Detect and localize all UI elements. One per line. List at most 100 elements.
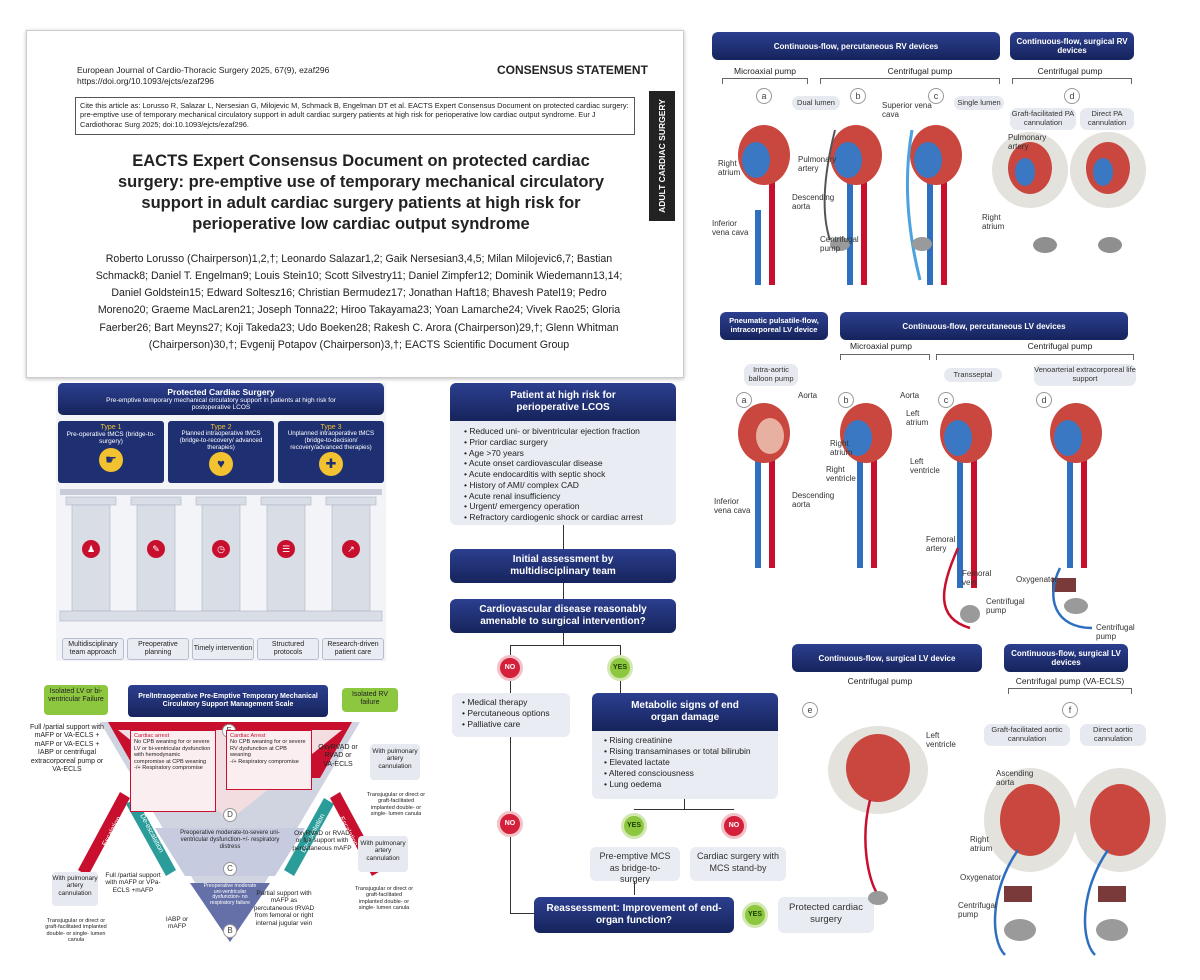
connector (620, 681, 621, 693)
lv-a-marker: a (736, 392, 752, 408)
rv-c-marker: c (928, 88, 944, 104)
level-b-marker: B (223, 924, 237, 938)
heart-hand-icon: ♥ (209, 452, 233, 477)
slv-header-1: Continuous-flow, surgical LV device (792, 644, 982, 672)
yes-badge-2: YES (621, 813, 647, 839)
metabolic-item: Lung oedema (604, 779, 766, 790)
surgical-lv-devices: Continuous-flow, surgical LV device Cont… (700, 640, 1200, 970)
da-label-lv: Descending aorta (792, 491, 835, 509)
risk-list: Reduced uni- or biventricular ejection f… (464, 426, 662, 523)
rv-centrifugal-label: Centrifugal pump (887, 66, 953, 76)
oxygenator-label: Oxygenator (1016, 575, 1058, 584)
bracket (1008, 688, 1132, 694)
pillar-1-caption: Multidisciplinary team approach (62, 638, 124, 660)
bracket (820, 78, 1000, 84)
e-left-item-1: No CPB weaning for or severe LV or bi-ve… (134, 739, 211, 765)
type-1-label: Type 1 (100, 424, 122, 431)
type-2-text: Planned intraoperative tMCS (bridge-to-r… (179, 430, 263, 451)
graft-pa-tag: Graft-facilitated PA cannulation (1010, 108, 1076, 130)
journal-citation: European Journal of Cardio-Thoracic Surg… (77, 65, 330, 75)
management-scale: Isolated LV or bi-ventricular Failure Pr… (30, 680, 430, 970)
pillar-5-caption: Research-driven patient care (322, 638, 384, 660)
metabolic-item: Rising transaminases or total bilirubin (604, 746, 766, 757)
risk-item: Acute renal insufficiency (464, 491, 662, 502)
metabolic-item: Altered consciousness (604, 768, 766, 779)
metabolic-header: Metabolic signs of end organ damage (592, 693, 778, 731)
pcs-panel: Protected Cardiac Surgery Pre-emptive te… (56, 383, 386, 661)
slv-e-marker: e (802, 702, 818, 718)
type-column-2: Type 2 Planned intraoperative tMCS (brid… (168, 421, 274, 483)
level-c-marker: C (223, 862, 237, 876)
yes-badge-3: YES (742, 902, 768, 928)
right-pa1-box: With pulmonary artery cannulation (370, 744, 420, 780)
risk-item: Acute endocarditis with septic shock (464, 469, 662, 480)
level-d-marker: D (223, 808, 237, 822)
left-bottom-options: IABP or mAFP (165, 916, 189, 931)
type-column-3: Type 3 Unplanned intraoperative tMCS (br… (278, 421, 384, 483)
patient-icon: ✚ (319, 452, 343, 477)
lv-label: Left ventricle (910, 457, 940, 475)
bracket (936, 354, 1134, 360)
lv-heart-illustrations (738, 403, 1102, 630)
dual-lumen-tag: Dual lumen (792, 96, 840, 110)
ra-label-lv: Right atrium (830, 439, 853, 457)
no-options-box: Medical therapy Percutaneous options Pal… (452, 693, 570, 737)
type-column-1: Type 1 Pre-operative tMCS (bridge-to-sur… (58, 421, 164, 483)
pillar-2-caption: Preoperative planning (127, 638, 189, 660)
connector (620, 645, 621, 655)
flowchart: Patient at high risk for perioperative L… (444, 383, 874, 943)
bracket (722, 78, 808, 84)
left-top-options: Full /partial support with mAFP or VA-EC… (30, 724, 104, 773)
rv-header-surgical: Continuous-flow, surgical RV devices (1010, 32, 1134, 60)
article-type: CONSENSUS STATEMENT (497, 63, 648, 77)
metabolic-item: Rising creatinine (604, 735, 766, 746)
rv-b-marker: b (850, 88, 866, 104)
transseptal-tag: Transseptal (944, 368, 1002, 382)
e-right-heading: Cardiac Arrest (230, 733, 266, 739)
pcs-subtitle: Pre-emptive temporary mechanical circula… (106, 396, 336, 411)
assessment-box: Initial assessment by multidisciplinary … (450, 549, 676, 583)
svg-text:☰: ☰ (282, 545, 290, 555)
rv-header-percutaneous: Continuous-flow, percutaneous RV devices (712, 32, 1000, 60)
vaecls-tag: Venoarterial extracorporeal life support (1034, 364, 1136, 386)
connector (634, 881, 635, 895)
cp-label: Centrifugal pump (820, 235, 859, 253)
pillar-3-caption: Timely intervention (192, 638, 254, 660)
type-3-text: Unplanned intraoperative tMCS (bridge-to… (287, 430, 375, 451)
standby-box: Cardiac surgery with MCS stand-by (690, 847, 786, 881)
connector (510, 645, 620, 646)
e-right-item-2: -/+ Respiratory compromise (230, 758, 299, 765)
slv-f-marker: f (1062, 702, 1078, 718)
direct-aortic-tag: Direct aortic cannulation (1080, 724, 1146, 746)
cite-box: Cite this article as: Lorusso R, Salazar… (75, 97, 635, 135)
risk-item: Prior cardiac surgery (464, 437, 662, 448)
connector (563, 583, 564, 599)
lv-header-continuous: Continuous-flow, percutaneous LV devices (840, 312, 1128, 340)
lv-header-pulsatile: Pneumatic pulsatile-flow, intracorporeal… (720, 312, 828, 340)
risk-item: Reduced uni- or biventricular ejection f… (464, 426, 662, 437)
right-mid-options: OxyRVAD or RVAD or full support with per… (292, 830, 352, 852)
risk-item: Age >70 years (464, 448, 662, 459)
left-badge: Isolated LV or bi-ventricular Failure (44, 685, 108, 715)
amenable-box: Cardiovascular disease reasonably amenab… (450, 599, 676, 633)
no-option: Percutaneous options (462, 708, 560, 719)
svg-text:↗: ↗ (347, 545, 355, 555)
risk-item: Acute onset cardiovascular disease (464, 458, 662, 469)
graft-aortic-tag: Graft-facilitated aortic cannulation (984, 724, 1070, 746)
doi-link[interactable]: https://doi.org/10.1093/ejcts/ezaf296 (77, 76, 215, 86)
type-3-label: Type 3 (320, 424, 342, 431)
type-2-label: Type 2 (210, 424, 232, 431)
single-lumen-tag: Single lumen (954, 96, 1004, 110)
left-mid-options: Full /partial support with mAFP or VPa-E… (105, 872, 161, 894)
reassessment-box: Reassessment: Improvement of end-organ f… (534, 897, 734, 933)
right-pa2-box: With pulmonary artery cannulation (358, 836, 408, 872)
risk-item: History of AMI/ complex CAD (464, 480, 662, 491)
type-1-text: Pre-operative tMCS (bridge-to-surgery) (66, 431, 156, 446)
connector (563, 633, 564, 645)
rv-label-lv: Right ventricle (826, 465, 856, 483)
svg-text:♟: ♟ (87, 545, 95, 555)
lv-d-marker: d (1036, 392, 1052, 408)
right-pa1-note: Transjugular or direct or graft-facilita… (366, 792, 426, 817)
rv-centrifugal-label-2: Centrifugal pump (1037, 66, 1103, 76)
protected-surgery-box: Protected cardiac surgery (778, 897, 874, 933)
